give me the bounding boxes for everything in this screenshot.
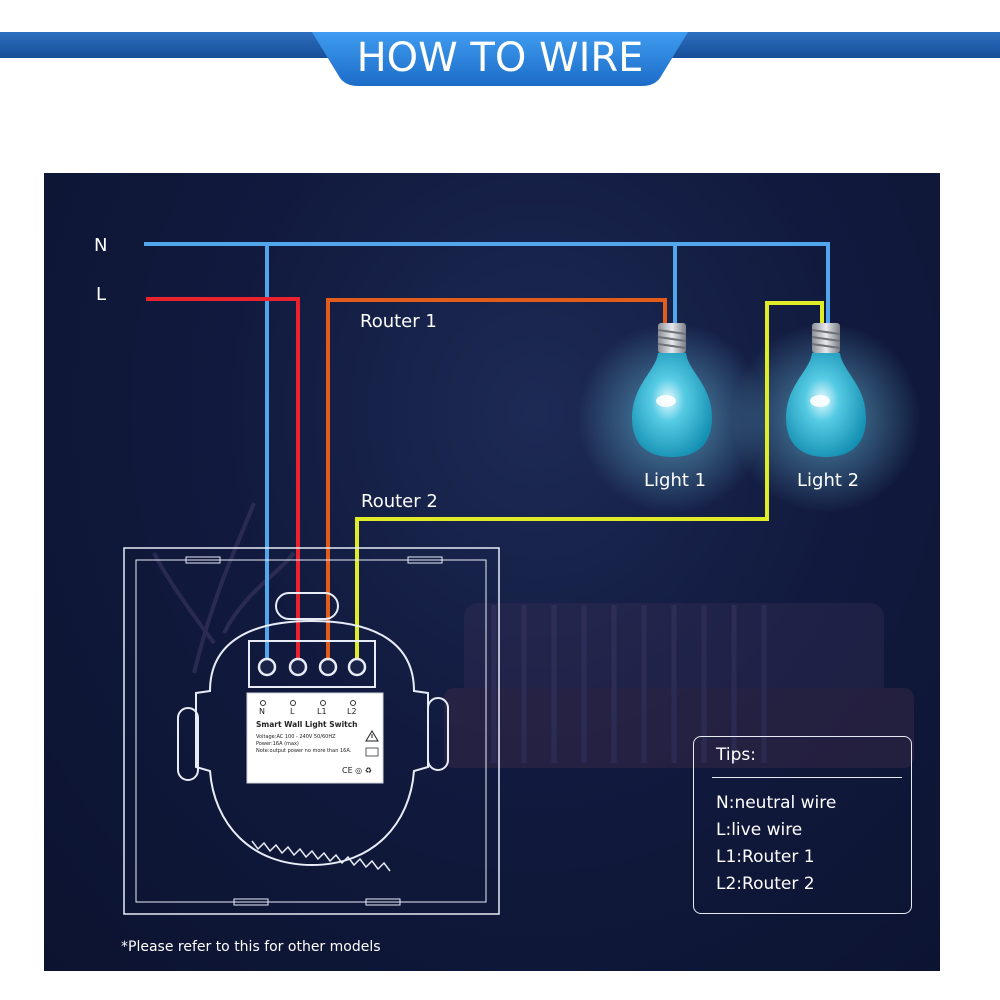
tip-item: L:live wire bbox=[716, 820, 803, 840]
spec-power: Power:16A (max) bbox=[256, 741, 299, 747]
terminal-label-l2: L2 bbox=[347, 707, 357, 716]
tips-divider bbox=[712, 777, 902, 778]
live-wire bbox=[146, 297, 300, 665]
router2-wire bbox=[355, 301, 824, 665]
light1-label: Light 1 bbox=[644, 470, 707, 491]
tip-item: L2:Router 2 bbox=[716, 874, 815, 894]
banner-shape bbox=[0, 32, 1000, 86]
router1-wire bbox=[326, 298, 667, 665]
neutral-input-label: N bbox=[94, 235, 108, 256]
router2-label: Router 2 bbox=[361, 491, 438, 512]
wiring-diagram-panel: N L Router 1 Router 2 Light 1 Light 2 N … bbox=[44, 173, 940, 971]
terminal-label-l1: L1 bbox=[317, 707, 327, 716]
rating-box bbox=[365, 747, 379, 757]
spec-voltage: Voltage:AC 100 - 240V 50/60HZ bbox=[256, 734, 336, 740]
product-name: Smart Wall Light Switch bbox=[256, 720, 358, 729]
tips-box: Tips: N:neutral wire L:live wire L1:Rout… bbox=[693, 736, 912, 914]
footnote: *Please refer to this for other models bbox=[121, 939, 381, 955]
switch-label-sticker bbox=[246, 692, 384, 784]
switch-back-plate bbox=[123, 547, 500, 915]
terminal-label-n: N bbox=[259, 707, 265, 716]
light1-bulb-icon bbox=[632, 323, 712, 457]
wiring-diagram bbox=[123, 242, 921, 915]
terminal-label-l: L bbox=[290, 707, 295, 716]
spec-note: Note:output power no more than 16A. bbox=[256, 748, 352, 754]
header-banner bbox=[0, 30, 1000, 110]
router1-label: Router 1 bbox=[360, 311, 437, 332]
light2-label: Light 2 bbox=[797, 470, 860, 491]
terminal-screws bbox=[257, 657, 367, 677]
certification-marks: CE ◎ ♻ bbox=[342, 766, 372, 775]
warning-icon bbox=[365, 730, 379, 742]
page-title: HOW TO WIRE bbox=[356, 35, 644, 81]
light2-bulb-icon bbox=[786, 323, 866, 457]
terminal-dots bbox=[260, 700, 356, 706]
tip-item: L1:Router 1 bbox=[716, 847, 815, 867]
live-input-label: L bbox=[96, 284, 107, 305]
tips-title: Tips: bbox=[716, 745, 756, 765]
background-room bbox=[152, 502, 914, 768]
neutral-wire bbox=[144, 242, 830, 323]
tip-item: N:neutral wire bbox=[716, 793, 837, 813]
